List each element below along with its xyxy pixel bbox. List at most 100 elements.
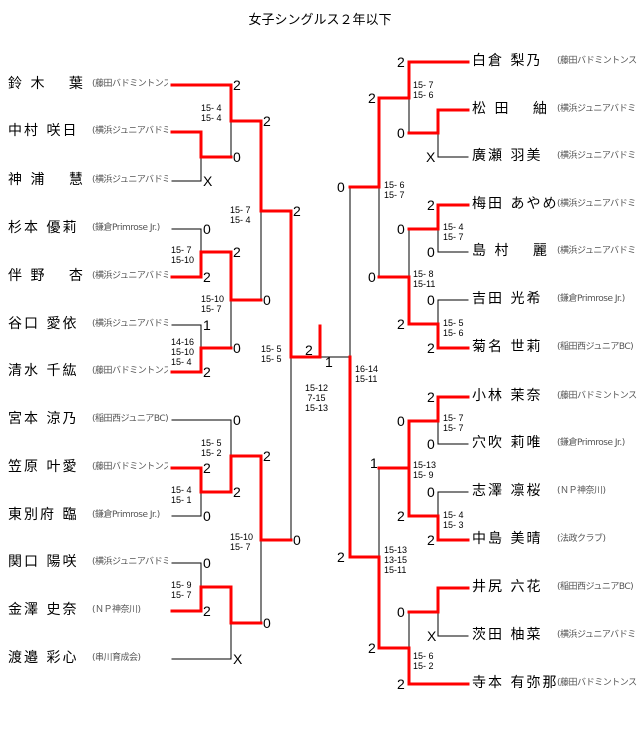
- game-scores: 15-12 7-15 15-13: [305, 383, 329, 413]
- match-score: 2: [337, 549, 345, 565]
- match-score: 0: [427, 244, 435, 260]
- match-score: 2: [233, 244, 241, 260]
- player-club: (稲田西ジュニアBC): [557, 582, 634, 592]
- match-score: X: [203, 173, 213, 189]
- player-club: (横浜ジュニアバドミントンクラブ): [557, 630, 637, 640]
- player-club: (鎌倉Primrose Jr.): [557, 294, 625, 304]
- player-club: (ＮＰ神奈川): [92, 605, 141, 615]
- match-score: X: [233, 651, 243, 667]
- game-scores: 15- 8 15-11: [413, 269, 436, 289]
- match-score: 2: [293, 203, 301, 219]
- player-name: 東別府 臨: [8, 507, 79, 523]
- player-name: 鈴 木 葉: [8, 76, 85, 92]
- game-scores: 15- 4 15- 1: [171, 485, 192, 505]
- match-score: 0: [233, 412, 241, 428]
- player-name: 廣瀬 羽美: [472, 148, 543, 164]
- match-score: 2: [233, 77, 241, 93]
- match-score: 0: [368, 269, 376, 285]
- player-club: (横浜ジュニアバドミントンクラブ): [557, 246, 637, 256]
- match-score: 0: [427, 436, 435, 452]
- game-scores: 15- 4 15- 7: [443, 222, 464, 242]
- player-club: (横浜ジュニアバドミントンクラブ): [557, 151, 637, 161]
- game-scores: 15- 7 15- 6: [413, 80, 434, 100]
- player-club: (藤田バドミントンスポーツ少年団): [92, 79, 168, 89]
- match-score: 2: [263, 448, 271, 464]
- player-club: (ＮＰ神奈川): [557, 486, 606, 496]
- player-club: (稲田西ジュニアBC): [557, 342, 634, 352]
- game-scores: 15-10 15- 7: [230, 532, 254, 552]
- player-club: (横浜ジュニアバドミントンクラブ): [92, 126, 168, 136]
- player-club: (鎌倉Primrose Jr.): [92, 223, 160, 233]
- match-score: 0: [397, 413, 405, 429]
- match-score: 2: [397, 54, 405, 70]
- player-name: 清水 千紘: [8, 363, 79, 379]
- player-name: 菊名 世莉: [472, 339, 543, 355]
- match-score: 0: [203, 221, 211, 237]
- game-scores: 15- 7 15- 4: [230, 205, 251, 225]
- player-name: 小林 茉奈: [472, 388, 543, 404]
- player-club: (鎌倉Primrose Jr.): [92, 510, 160, 520]
- player-club: (鎌倉Primrose Jr.): [557, 438, 625, 448]
- match-score: 2: [397, 316, 405, 332]
- player-name: 杉本 優莉: [8, 220, 79, 236]
- match-score: X: [427, 628, 437, 644]
- match-score: 2: [203, 460, 211, 476]
- game-scores: 15- 4 15- 4: [201, 103, 222, 123]
- player-name: 寺本 有弥那: [472, 675, 559, 691]
- match-score: 2: [427, 340, 435, 356]
- player-name: 笠原 叶愛: [8, 459, 79, 475]
- match-score: 0: [203, 508, 211, 524]
- game-scores: 15-13 13-15 15-11: [384, 545, 408, 575]
- match-score: 2: [203, 364, 211, 380]
- player-name: 島 村 麗: [472, 243, 549, 259]
- player-name: 松 田 紬: [472, 101, 549, 117]
- player-name: 吉田 光希: [472, 291, 543, 307]
- match-score: 0: [233, 149, 241, 165]
- game-scores: 15- 6 15- 2: [413, 651, 434, 671]
- match-score: 0: [233, 340, 241, 356]
- player-club: (藤田バドミントンスポーツ少年団): [557, 56, 637, 66]
- match-score: 2: [427, 197, 435, 213]
- player-name: 宮本 涼乃: [8, 411, 79, 427]
- match-score: 0: [397, 221, 405, 237]
- match-score: 2: [233, 484, 241, 500]
- game-scores: 14-16 15-10 15- 4: [171, 337, 195, 367]
- match-score: 0: [337, 179, 345, 195]
- match-score: 2: [368, 640, 376, 656]
- player-club: (横浜ジュニアバドミントンクラブ): [557, 104, 637, 114]
- game-scores: 15-13 15- 9: [413, 460, 437, 480]
- match-score: 0: [427, 292, 435, 308]
- player-club: (藤田バドミントンスポーツ少年団): [92, 462, 168, 472]
- game-scores: 15- 5 15- 6: [443, 318, 464, 338]
- match-score: 0: [263, 615, 271, 631]
- player-name: 井尻 六花: [472, 579, 543, 595]
- player-club: (稲田西ジュニアBC): [92, 414, 168, 424]
- game-scores: 15- 7 15-10: [171, 245, 195, 265]
- match-score: 2: [203, 269, 211, 285]
- player-name: 茨田 柚菜: [472, 627, 543, 643]
- match-score: 2: [203, 603, 211, 619]
- match-score: 2: [427, 389, 435, 405]
- player-club: (横浜ジュニアバドミントンクラブ): [92, 557, 168, 567]
- match-score: 2: [263, 113, 271, 129]
- game-scores: 15- 6 15- 7: [384, 180, 405, 200]
- player-club: (法政クラブ): [557, 534, 606, 544]
- player-club: (横浜ジュニアバドミントンクラブ): [557, 199, 637, 209]
- player-club: (藤田バドミントンスポーツ少年団): [92, 366, 168, 376]
- match-score: 2: [305, 342, 313, 358]
- player-club: (串川育成会): [92, 653, 141, 663]
- match-score: 0: [203, 555, 211, 571]
- player-name: 谷口 愛依: [8, 316, 79, 332]
- match-score: 0: [293, 532, 301, 548]
- game-scores: 15-10 15- 7: [201, 294, 225, 314]
- match-score: 2: [397, 676, 405, 692]
- game-scores: 15- 5 15- 5: [261, 344, 282, 364]
- match-score: 2: [368, 90, 376, 106]
- player-club: (藤田バドミントンスポーツ少年団): [557, 391, 637, 401]
- player-name: 白倉 梨乃: [472, 53, 543, 69]
- game-scores: 15- 4 15- 3: [443, 510, 464, 530]
- match-score: 0: [263, 292, 271, 308]
- match-score: 1: [325, 354, 333, 370]
- player-name: 志澤 凛桜: [472, 483, 543, 499]
- player-name: 梅田 あやめ: [472, 196, 559, 212]
